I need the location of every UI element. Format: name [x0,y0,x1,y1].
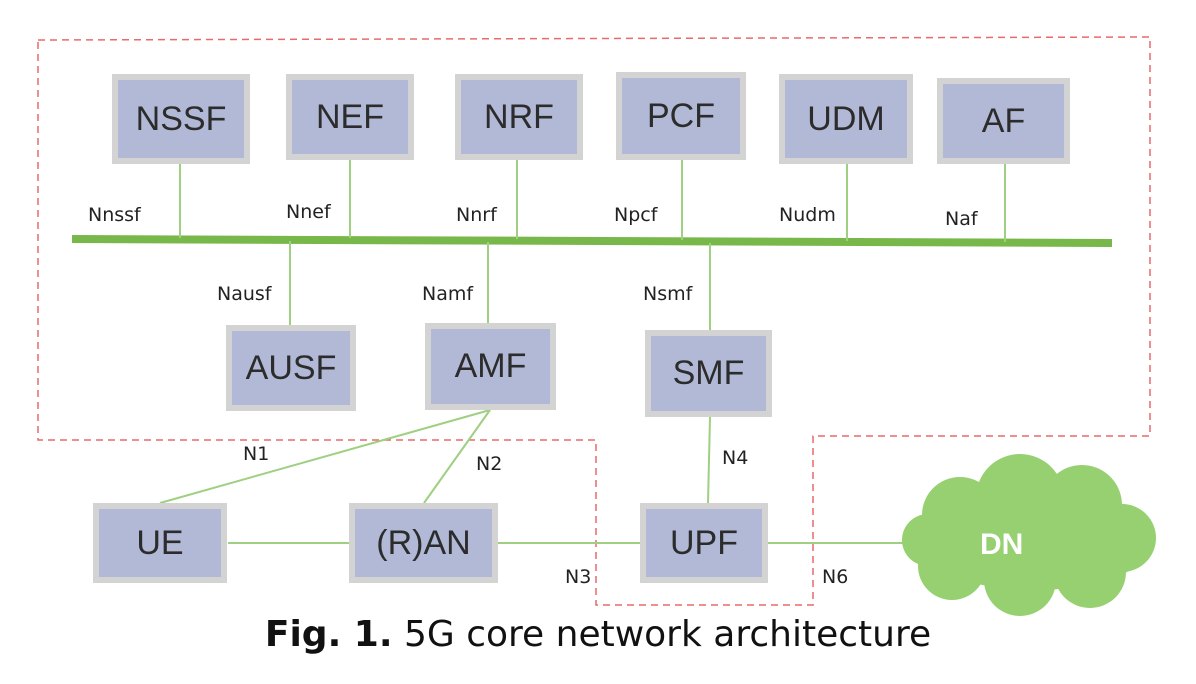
caption-text: 5G core network architecture [403,614,932,655]
n1-label: N1 [243,443,270,465]
n4-label: N4 [722,447,749,469]
amf-box: AMF [425,323,556,410]
reference-links [159,409,912,544]
ue-box: UE [93,503,227,583]
n2-link [423,409,491,504]
dn-label: DN [980,528,1024,561]
nausf-label: Nausf [217,283,272,305]
nef-box: NEF [286,74,414,160]
pcf-box: PCF [616,72,746,160]
nnssf-label: Nnssf [88,204,141,226]
nsmf-label: Nsmf [643,283,693,305]
dn-cloud-icon [902,454,1156,616]
upf-box: UPF [640,503,768,583]
service-bus [71,235,1113,247]
nudm-label: Nudm [779,204,836,226]
caption-label: Fig. 1. [264,614,393,655]
naf-label: Naf [945,208,978,230]
namf-label: Namf [422,283,474,305]
nnrf-label: Nnrf [456,204,497,226]
top-bus-connectors [179,160,1006,242]
figure-caption: Fig. 1. 5G core network architecture [0,614,1196,655]
n1-link [159,409,491,504]
n4-link [707,416,711,504]
ran-box: (R)AN [349,503,498,583]
n6-label: N6 [822,566,849,588]
nssf-box: NSSF [112,74,250,164]
nrf-box: NRF [455,74,583,160]
n3-label: N3 [565,566,592,588]
bottom-bus-connectors [289,241,711,330]
npcf-label: Npcf [614,204,658,226]
af-box: AF [937,78,1070,164]
n2-label: N2 [476,453,503,475]
smf-box: SMF [645,330,772,417]
ausf-box: AUSF [226,325,356,411]
udm-box: UDM [779,74,913,164]
core-network-boundary [37,36,1151,606]
nnef-label: Nnef [286,201,331,223]
